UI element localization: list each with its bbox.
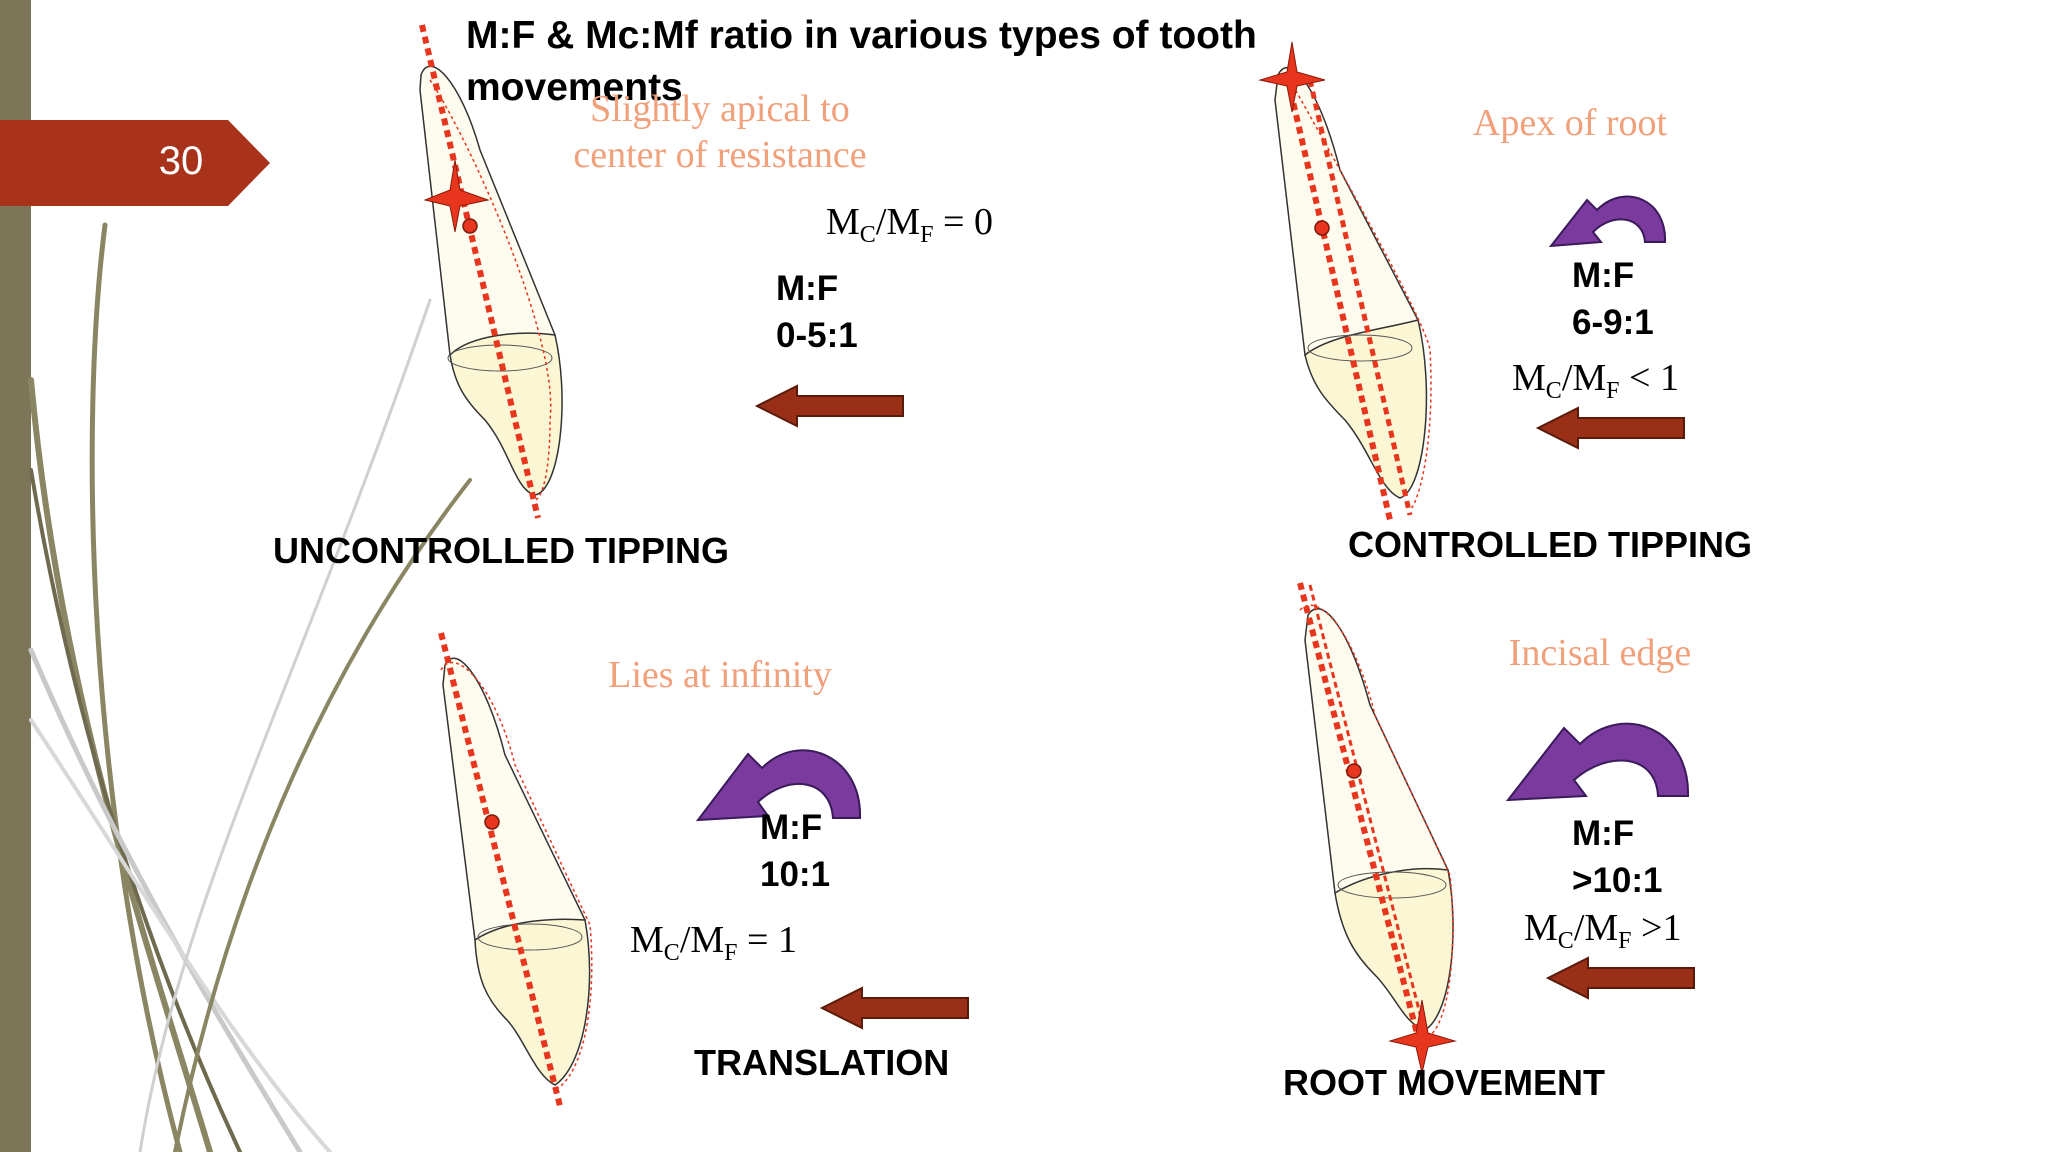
mf-label: M:F	[776, 269, 839, 308]
mcmf-ratio-controlled: MC/MF < 1	[1512, 357, 1679, 404]
displaced-outline	[1289, 79, 1432, 511]
center-of-resistance-dot	[484, 814, 500, 830]
mf-value: 10:1	[760, 855, 831, 894]
mf-label: M:F	[760, 808, 823, 847]
movement-label-root-movement: ROOT MOVEMENT	[1283, 1062, 1605, 1103]
mf-ratio-uncontrolled: M:F 0-5:1	[776, 265, 858, 359]
center-of-rotation-text-translation: Lies at infinity	[608, 654, 832, 696]
mcmf-ratio-translation: MC/MF = 1	[630, 919, 797, 966]
center-of-rotation-star-icon	[1258, 41, 1326, 113]
tooth-translation	[438, 632, 593, 1111]
center-of-rotation-star-icon	[423, 159, 490, 233]
movement-label-uncontrolled-tipping: UNCONTROLLED TIPPING	[273, 530, 729, 571]
moment-arrow-icon	[1505, 722, 1690, 802]
center-of-rotation-text-uncontrolled: Slightly apical to center of resistance	[573, 88, 867, 176]
mf-ratio-root-movement: M:F >10:1	[1572, 810, 1663, 904]
long-axis-line	[438, 632, 564, 1111]
force-arrow-icon	[820, 986, 969, 1030]
long-axis-line	[419, 24, 541, 519]
mf-value: 0-5:1	[776, 316, 858, 355]
mf-value: >10:1	[1572, 861, 1663, 900]
force-arrow-icon	[1546, 956, 1695, 1000]
mf-label: M:F	[1572, 256, 1635, 295]
movement-label-controlled-tipping: CONTROLLED TIPPING	[1348, 524, 1752, 565]
long-axis-line	[1285, 79, 1393, 520]
center-of-resistance-dot	[1346, 763, 1362, 779]
force-arrow-icon	[1536, 406, 1685, 450]
mf-value: 6-9:1	[1572, 303, 1654, 342]
moment-arrow-icon	[1548, 195, 1667, 248]
slide-number: 30	[158, 139, 204, 183]
center-of-rotation-star-icon	[1388, 999, 1457, 1074]
slide-title: M:F & Mc:Mf ratio in various types of to…	[466, 14, 1257, 109]
mf-label: M:F	[1572, 814, 1635, 853]
displaced-axis-line	[1307, 79, 1413, 516]
tooth-uncontrolled-tipping	[419, 24, 563, 519]
mf-ratio-translation: M:F 10:1	[760, 804, 830, 898]
force-arrow-icon	[755, 384, 904, 428]
center-of-resistance-dot	[462, 218, 478, 234]
displaced-outline	[440, 662, 593, 1091]
displaced-axis-line	[1308, 584, 1430, 1046]
tooth-controlled-tipping	[1258, 41, 1432, 520]
mcmf-ratio-uncontrolled: MC/MF = 0	[826, 201, 993, 248]
mf-ratio-controlled: M:F 6-9:1	[1572, 252, 1654, 346]
center-of-rotation-text-controlled: Apex of root	[1472, 102, 1668, 144]
movement-label-translation: TRANSLATION	[694, 1042, 950, 1083]
moment-arrow-icon	[695, 749, 862, 822]
mcmf-ratio-root-movement: MC/MF >1	[1524, 907, 1682, 954]
center-of-resistance-dot	[1314, 220, 1330, 236]
decorative-curves	[28, 222, 472, 1152]
displaced-outline	[1299, 604, 1454, 1038]
long-axis-line	[1297, 582, 1423, 1046]
center-of-rotation-text-root-movement: Incisal edge	[1508, 632, 1692, 674]
tooth-root-movement	[1297, 582, 1457, 1074]
slide-number-tab	[0, 120, 270, 206]
